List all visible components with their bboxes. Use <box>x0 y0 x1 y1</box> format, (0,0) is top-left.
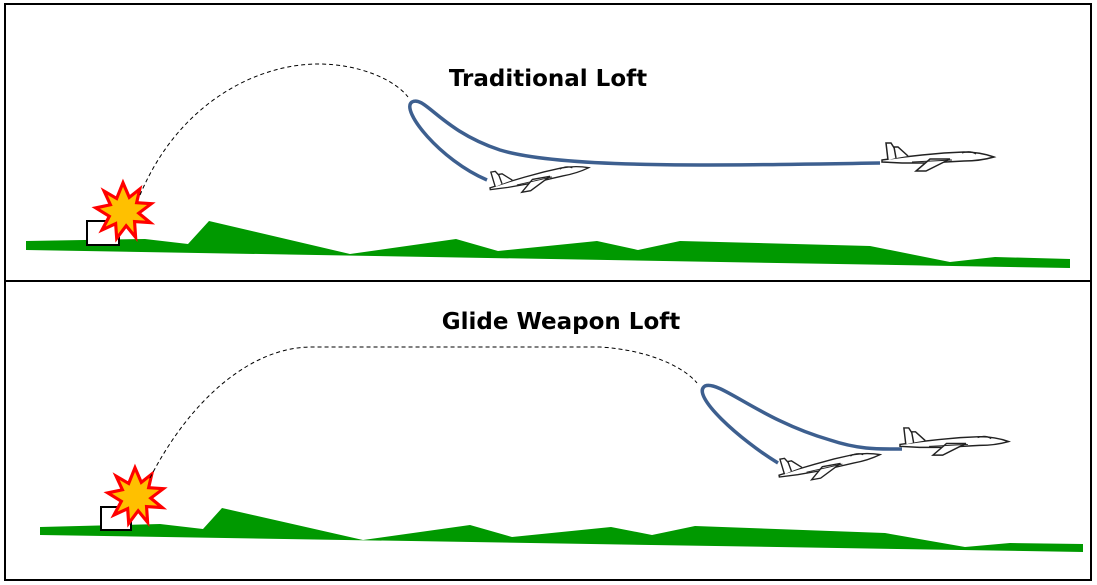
aircraft-flight-path <box>700 383 903 465</box>
weapon-trajectory <box>149 346 698 479</box>
panel-glide-weapon-loft: Glide Weapon Loft <box>4 280 1092 581</box>
panel-title: Glide Weapon Loft <box>442 309 681 335</box>
panel-title: Traditional Loft <box>449 66 647 92</box>
aircraft-flight-path <box>408 99 881 182</box>
weapon-trajectory <box>139 63 409 196</box>
ground-terrain <box>26 221 1070 268</box>
ground-terrain <box>40 508 1083 552</box>
panel-traditional-loft: Traditional Loft <box>4 3 1092 282</box>
